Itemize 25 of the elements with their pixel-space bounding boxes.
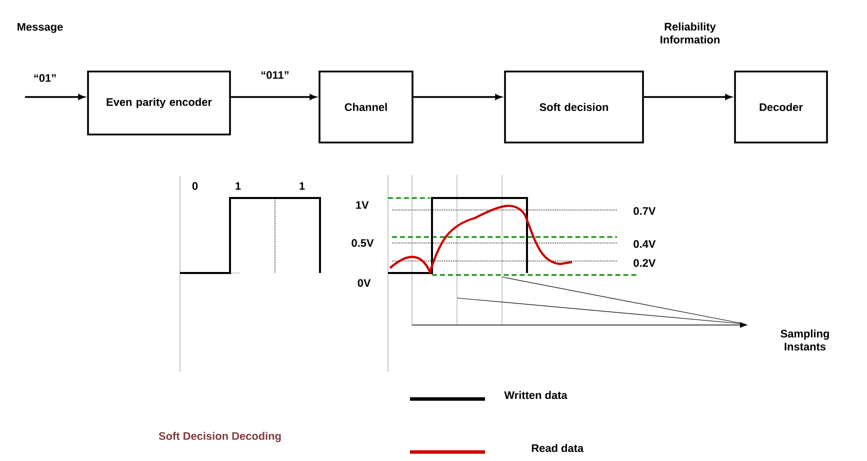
- edge-label: “01”: [34, 74, 56, 82]
- edge-label: Reliability Information: [660, 22, 720, 44]
- process-box: Soft decision: [504, 70, 644, 144]
- voltage-label: 0.5V: [352, 239, 374, 247]
- arrow: [25, 94, 84, 100]
- arrow: [230, 94, 316, 100]
- voltage-label: 0.4V: [634, 240, 656, 248]
- process-box: Decoder: [734, 70, 828, 144]
- voltage-label: 1V: [356, 201, 369, 209]
- bit-label: 0: [192, 182, 198, 190]
- bit-label: 1: [236, 182, 241, 190]
- arrow: [413, 94, 502, 100]
- voltage-label: 0.7V: [634, 207, 656, 215]
- voltage-label: 0.2V: [634, 259, 656, 267]
- legend-text: Written data: [504, 390, 568, 400]
- message-label: Message: [18, 23, 63, 33]
- voltage-label: 0V: [358, 279, 371, 287]
- arrow: [644, 94, 732, 100]
- legend-text: Read data: [532, 444, 584, 452]
- axis-label: Sampling Instants: [780, 330, 829, 350]
- process-box: Even parity encoder: [87, 70, 231, 136]
- bit-label: 1: [300, 182, 305, 190]
- edge-label: “011”: [262, 71, 288, 79]
- process-box: Channel: [318, 70, 414, 144]
- caption: Soft Decision Decoding: [158, 432, 281, 442]
